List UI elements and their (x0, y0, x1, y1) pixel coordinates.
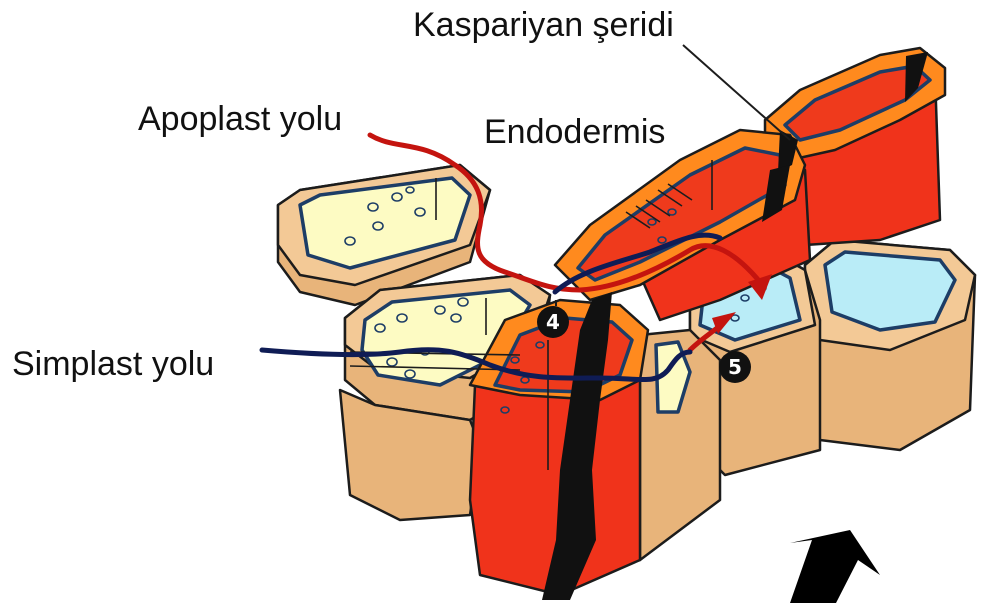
water-flow-arrow (790, 530, 880, 603)
endodermis-label: Endodermis (484, 113, 665, 151)
step-4-marker: 4 (537, 306, 569, 338)
apoplast-route-label: Apoplast yolu (138, 100, 342, 138)
symplast-route-label: Simplast yolu (12, 345, 214, 383)
pericycle-cell (640, 330, 720, 560)
step-4-label: 4 (546, 310, 560, 334)
casparian-leader-line (683, 45, 790, 140)
step-5-label: 5 (728, 355, 742, 379)
casparian-strip-label: Kaspariyan şeridi (413, 6, 674, 44)
step-5-marker: 5 (719, 351, 751, 383)
stele-cell-right (805, 240, 975, 450)
